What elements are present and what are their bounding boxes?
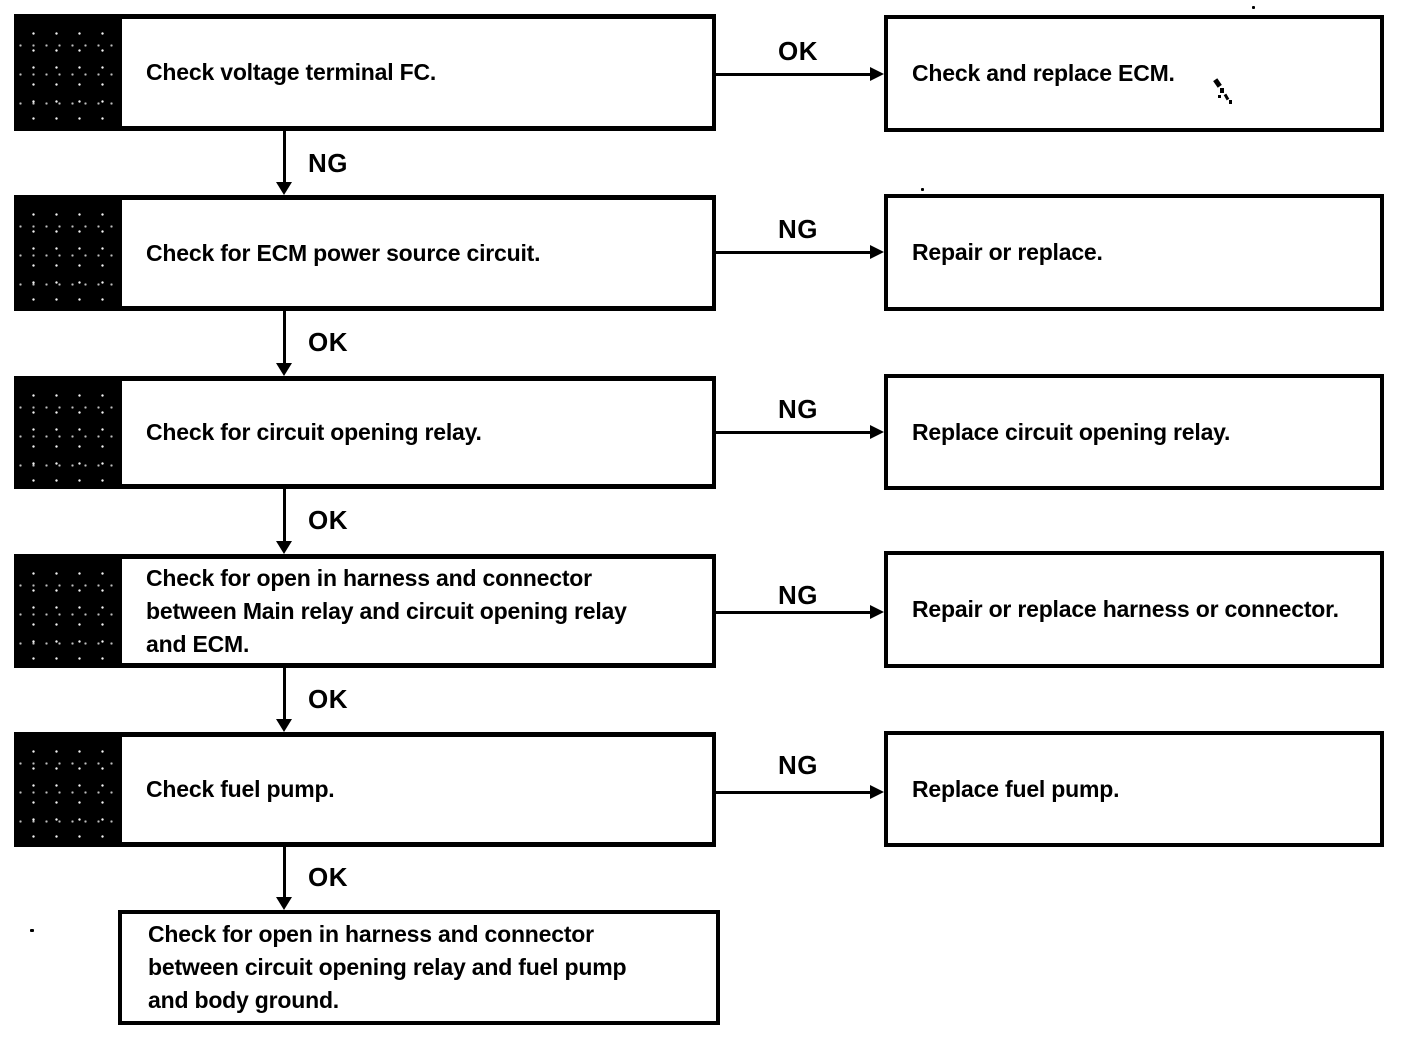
connector-line — [716, 431, 872, 434]
action-text-line: Repair or replace harness or connector. — [912, 596, 1339, 622]
check-box-2: Check for ECM power source circuit. — [14, 195, 716, 311]
arrow-down-icon — [276, 541, 292, 554]
check-text-line: Check for open in harness and connector — [146, 564, 592, 591]
connector-line — [283, 311, 286, 364]
connector-line — [716, 73, 872, 76]
scan-artifact-speck — [921, 188, 924, 191]
connector-line — [283, 489, 286, 542]
check-text-line: and ECM. — [146, 630, 250, 657]
check-text-line: Check for circuit opening relay. — [146, 419, 482, 445]
check-text-line: Check fuel pump. — [146, 776, 335, 802]
arrow-right-icon — [870, 425, 884, 439]
action-box-2: Repair or replace. — [884, 194, 1384, 311]
action-text-line: Replace fuel pump. — [912, 775, 1120, 802]
check-text-line: between Main relay and circuit opening r… — [146, 597, 627, 624]
branch-label: OK — [308, 862, 348, 892]
branch-label: NG — [778, 214, 818, 244]
connector-line — [716, 791, 872, 794]
action-text-line: Check and replace ECM. — [912, 60, 1175, 86]
check-box-5: Check fuel pump. — [14, 732, 716, 847]
check-text-line: and body ground. — [148, 987, 339, 1013]
check-box-1: Check voltage terminal FC. — [14, 14, 716, 131]
step-marker-block — [18, 559, 122, 663]
action-text-line: Repair or replace. — [912, 239, 1103, 265]
arrow-down-icon — [276, 719, 292, 732]
arrow-right-icon — [870, 785, 884, 799]
branch-label: OK — [778, 36, 818, 66]
connector-line — [716, 251, 872, 254]
step-marker-block — [18, 737, 122, 842]
branch-label: NG — [778, 750, 818, 780]
action-text-line: Replace circuit opening relay. — [912, 418, 1231, 445]
connector-line — [283, 847, 286, 898]
step-marker-block — [18, 19, 122, 126]
check-text-line: Check for open in harness and connector — [148, 921, 594, 947]
branch-label: NG — [778, 394, 818, 424]
action-box-1: Check and replace ECM. — [884, 15, 1384, 132]
connector-line — [716, 611, 872, 614]
arrow-right-icon — [870, 67, 884, 81]
action-box-3: Replace circuit opening relay. — [884, 374, 1384, 490]
check-text-line: Check for ECM power source circuit. — [146, 239, 541, 266]
branch-label: OK — [308, 505, 348, 535]
branch-label: OK — [308, 327, 348, 357]
check-text-line: Check voltage terminal FC. — [146, 59, 437, 85]
step-marker-block — [18, 381, 122, 484]
arrow-right-icon — [870, 245, 884, 259]
action-box-4: Repair or replace harness or connector. — [884, 551, 1384, 668]
arrow-right-icon — [870, 605, 884, 619]
branch-label: OK — [308, 684, 348, 714]
connector-line — [283, 668, 286, 720]
check-box-6: Check for open in harness and connector … — [118, 910, 720, 1025]
connector-line — [283, 131, 286, 183]
arrow-down-icon — [276, 363, 292, 376]
scan-artifact-speck — [30, 929, 34, 932]
scan-artifact-speck — [1252, 6, 1255, 9]
arrow-down-icon — [276, 897, 292, 910]
check-text-line: between circuit opening relay and fuel p… — [148, 954, 627, 980]
check-box-3: Check for circuit opening relay. — [14, 376, 716, 489]
branch-label: NG — [778, 580, 818, 610]
check-box-4: Check for open in harness and connector … — [14, 554, 716, 668]
action-box-5: Replace fuel pump. — [884, 731, 1384, 847]
branch-label: NG — [308, 148, 348, 178]
arrow-down-icon — [276, 182, 292, 195]
step-marker-block — [18, 200, 122, 306]
scan-artifact-pen-mark — [1212, 78, 1236, 106]
